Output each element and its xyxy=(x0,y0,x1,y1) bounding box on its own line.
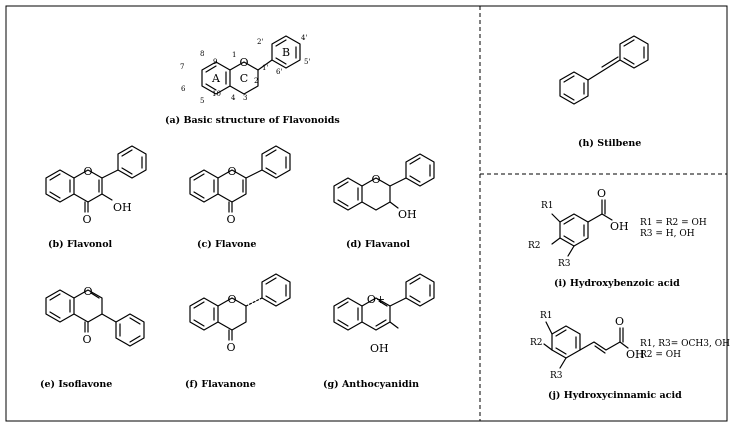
i-substituent-r3: R3 xyxy=(558,259,571,269)
atom-o-ring-c: O xyxy=(239,56,248,69)
position-2: 2 xyxy=(254,77,258,85)
isoflavone-carbonyl-oxygen: O xyxy=(82,333,91,346)
structure-i-hydroxybenzoic-acid: R1 R2 R3 O OH xyxy=(528,187,629,269)
anthocyanidin-hydroxyl: OH xyxy=(370,342,389,355)
caption-c: (c) Flavone xyxy=(197,239,256,250)
i-substituent-r2: R2 xyxy=(528,241,541,251)
caption-e: (e) Isoflavone xyxy=(40,379,112,390)
figure-border xyxy=(5,5,728,422)
structure-g-anthocyanidin: O+ OH xyxy=(333,273,435,355)
caption-a: (a) Basic structure of Flavonoids xyxy=(165,115,340,126)
position-4-prime: 4' xyxy=(301,34,307,42)
i-carbonyl-oxygen: O xyxy=(597,187,606,200)
caption-h: (h) Stilbene xyxy=(578,138,641,149)
i-r-group-note-1: R1 = R2 = OH xyxy=(640,218,707,228)
structure-f-flavanone: O O xyxy=(189,273,291,354)
flavone-carbonyl-oxygen: O xyxy=(226,213,235,226)
position-2-prime: 2' xyxy=(257,38,263,46)
flavanone-carbonyl-oxygen: O xyxy=(226,341,235,354)
position-3: 3 xyxy=(243,94,247,102)
ring-label-c: C xyxy=(240,72,248,85)
flavonol-ring-oxygen: O xyxy=(83,165,92,178)
i-r-group-note-2: R3 = H, OH xyxy=(640,229,695,239)
position-8: 8 xyxy=(200,50,204,58)
isoflavone-ring-oxygen: O xyxy=(83,285,92,298)
structure-b-flavonol: O O OH xyxy=(45,145,147,226)
structure-j-hydroxycinnamic-acid: R1 R2 R3 O OH xyxy=(530,311,645,381)
structure-c-flavone: O O xyxy=(189,145,291,226)
position-1: 1 xyxy=(232,51,236,59)
flavanol-hydroxyl: OH xyxy=(398,208,417,221)
structure-a-flavonoid-skeleton: O A C B 1 2 3 4 5 6 7 8 9 10 1' 2' 4' 5'… xyxy=(180,34,310,105)
position-6: 6 xyxy=(181,85,186,93)
position-10: 10 xyxy=(212,90,221,98)
caption-d: (d) Flavanol xyxy=(346,239,410,250)
caption-b: (b) Flavonol xyxy=(48,239,113,250)
position-9: 9 xyxy=(213,58,217,66)
caption-f: (f) Flavanone xyxy=(185,379,256,390)
caption-i: (i) Hydroxybenzoic acid xyxy=(554,278,680,289)
position-1-prime: 1' xyxy=(262,64,268,72)
j-r-group-note-1: R1, R3= OCH3, OH xyxy=(640,339,730,349)
j-substituent-r2: R2 xyxy=(530,338,543,348)
flavonol-hydroxyl: OH xyxy=(113,201,132,214)
position-6-prime: 6' xyxy=(276,68,282,76)
structure-d-flavanol: O OH xyxy=(333,153,435,221)
position-5-prime: 5' xyxy=(304,58,310,66)
flavone-ring-oxygen: O xyxy=(227,165,236,178)
ring-label-a: A xyxy=(211,72,221,85)
flavonol-carbonyl-oxygen: O xyxy=(82,213,91,226)
j-substituent-r3: R3 xyxy=(550,371,563,381)
j-carbonyl-oxygen: O xyxy=(615,315,624,328)
caption-g: (g) Anthocyanidin xyxy=(323,379,419,390)
i-substituent-r1: R1 xyxy=(541,201,554,211)
j-r-group-note-2: R2 = OH xyxy=(640,350,681,360)
i-acid-hydroxyl: OH xyxy=(610,220,629,233)
structure-h-stilbene xyxy=(559,35,649,105)
anthocyanidin-oxonium: O+ xyxy=(367,293,385,306)
j-acid-hydroxyl: OH xyxy=(626,348,645,361)
position-4: 4 xyxy=(231,94,236,102)
j-substituent-r1: R1 xyxy=(540,311,553,321)
position-7: 7 xyxy=(180,63,184,71)
flavanol-ring-oxygen: O xyxy=(371,173,380,186)
position-5: 5 xyxy=(200,97,204,105)
structure-e-isoflavone: O O xyxy=(45,285,145,347)
caption-j: (j) Hydroxycinnamic acid xyxy=(548,390,682,401)
flavanone-ring-oxygen: O xyxy=(227,293,236,306)
ring-label-b: B xyxy=(282,46,290,59)
